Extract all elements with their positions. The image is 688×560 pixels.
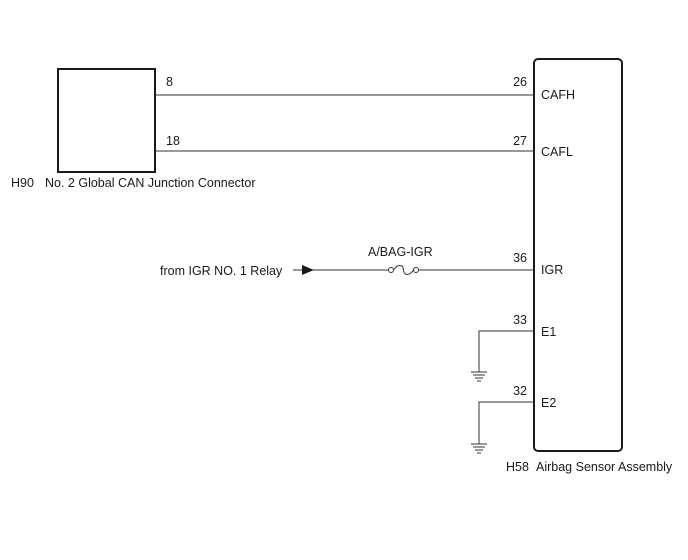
h58-pin-label: CAFL	[541, 145, 573, 159]
power-source-label: from IGR NO. 1 Relay	[160, 264, 283, 278]
ground-icon	[471, 443, 487, 454]
h58-code: H58	[506, 460, 529, 474]
h58-pin-number: 36	[513, 251, 527, 265]
h90-pin-cafl-number: 18	[166, 134, 180, 148]
h58-pin-label: CAFH	[541, 88, 575, 102]
fuse-label: A/BAG-IGR	[368, 245, 433, 259]
h58-pin-label: E1	[541, 325, 556, 339]
e2-wire	[478, 401, 534, 444]
ground-icon	[471, 371, 487, 382]
h90-code: H90	[11, 176, 34, 190]
fuse-symbol	[388, 265, 419, 275]
h58-pin-number: 26	[513, 75, 527, 89]
h58-name: Airbag Sensor Assembly	[536, 460, 673, 474]
h58-pin-label: IGR	[541, 263, 563, 277]
h90-connector-box	[57, 68, 156, 173]
h58-assembly-box	[533, 58, 623, 452]
h58-pin-number: 27	[513, 134, 527, 148]
h58-pin-number: 33	[513, 313, 527, 327]
arrow-right-icon	[302, 265, 314, 275]
e1-wire	[478, 330, 534, 372]
h90-name: No. 2 Global CAN Junction Connector	[45, 176, 256, 190]
h90-pin-cafh-number: 8	[166, 75, 173, 89]
h58-pin-number: 32	[513, 384, 527, 398]
h58-pin-label: E2	[541, 396, 556, 410]
